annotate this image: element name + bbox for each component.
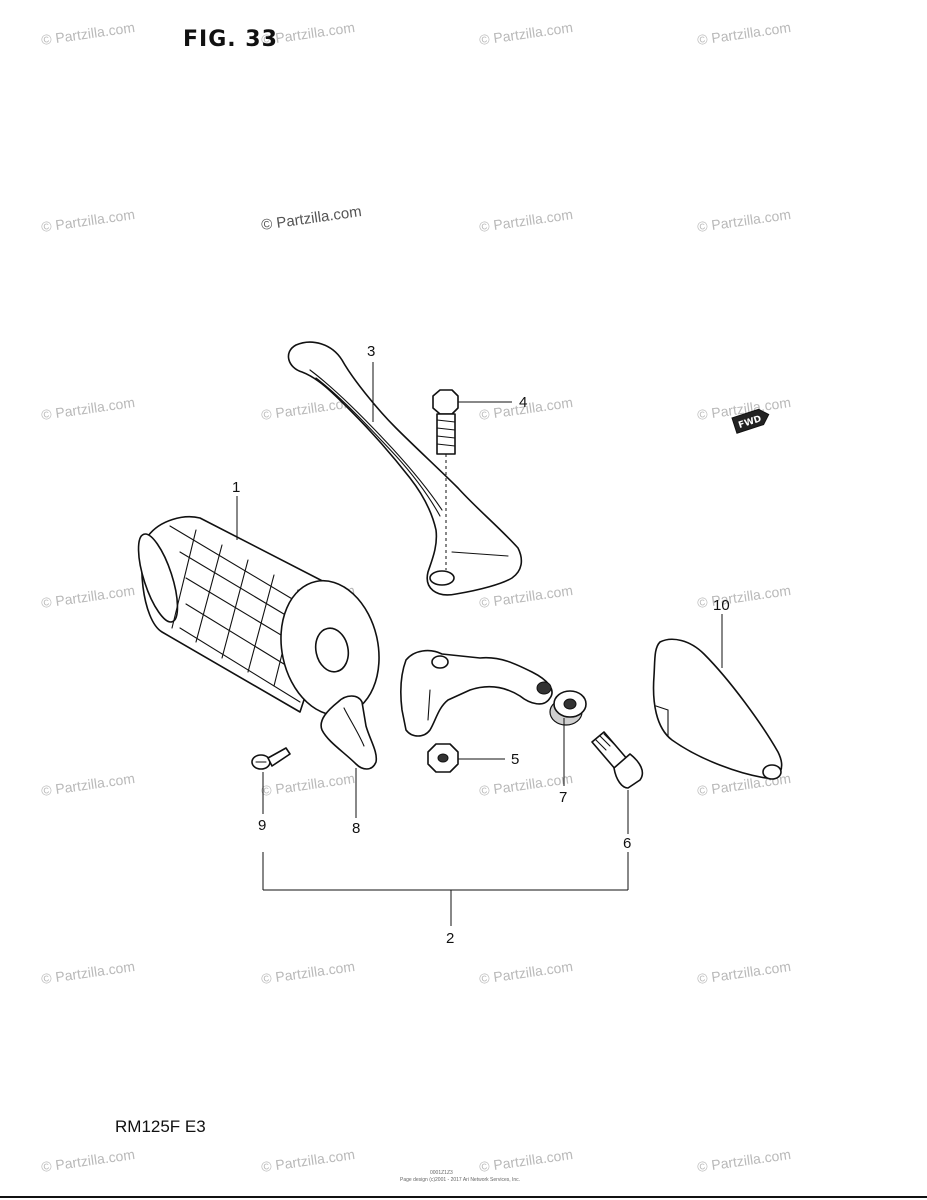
watermark-text: © Partzilla.com [40, 206, 136, 235]
callout-2: 2 [446, 930, 454, 947]
handlebar-grip [137, 516, 380, 717]
lever-nut [427, 743, 459, 773]
footer-copyright: Page design (c)2001 - 2017 Ari Network S… [400, 1177, 520, 1183]
clutch-lever [287, 341, 523, 596]
model-label: RM125F E3 [115, 1117, 206, 1136]
callout-labels: 1 2 3 4 5 6 7 8 9 10 [232, 343, 730, 947]
callout-8: 8 [352, 820, 360, 837]
callout-6: 6 [623, 835, 631, 852]
lever-holder [400, 649, 553, 737]
watermark-text: © Partzilla.com [40, 770, 136, 799]
watermark-text: © Partzilla.com [696, 582, 792, 611]
watermark-text: © Partzilla.com [696, 958, 792, 987]
pivot-bolt [432, 389, 459, 570]
watermark-text: © Partzilla.com [40, 19, 136, 48]
callout-9: 9 [258, 817, 266, 834]
fwd-badge: FWD [731, 408, 770, 434]
watermark-text: © Partzilla.com [696, 1146, 792, 1175]
watermark-text: © Partzilla.com [696, 206, 792, 235]
bracket-clamp [320, 695, 378, 770]
callout-3: 3 [367, 343, 375, 360]
watermark-text: © Partzilla.com [260, 770, 356, 799]
callout-4: 4 [519, 394, 527, 411]
cable-adjuster [591, 731, 644, 789]
adjuster-locknut [549, 690, 587, 726]
watermark-text: © Partzilla.com [260, 1146, 356, 1175]
clamp-screw [251, 747, 291, 770]
watermark-text: © Partzilla.com [696, 19, 792, 48]
footer-code: 0001Z1Z3 [430, 1170, 453, 1176]
watermark-text: © Partzilla.com [40, 582, 136, 611]
watermark-text: © Partzilla.com [478, 206, 574, 235]
lever-cover [652, 638, 783, 780]
watermark-prominent: © Partzilla.com [260, 203, 362, 234]
watermark-text: © Partzilla.com [478, 19, 574, 48]
watermark-text: © Partzilla.com [40, 958, 136, 987]
watermark-text: © Partzilla.com [260, 958, 356, 987]
watermark-text: © Partzilla.com [40, 1146, 136, 1175]
watermark-text: © Partzilla.com [40, 394, 136, 423]
callout-7: 7 [559, 789, 567, 806]
callout-10: 10 [713, 597, 730, 614]
watermark-text: © Partzilla.com [478, 958, 574, 987]
leader-lines [236, 362, 723, 926]
watermark-text: © Partzilla.com [478, 1146, 574, 1175]
callout-5: 5 [511, 751, 519, 768]
figure-title: FIG. 33 [183, 27, 278, 52]
callout-1: 1 [232, 479, 240, 496]
